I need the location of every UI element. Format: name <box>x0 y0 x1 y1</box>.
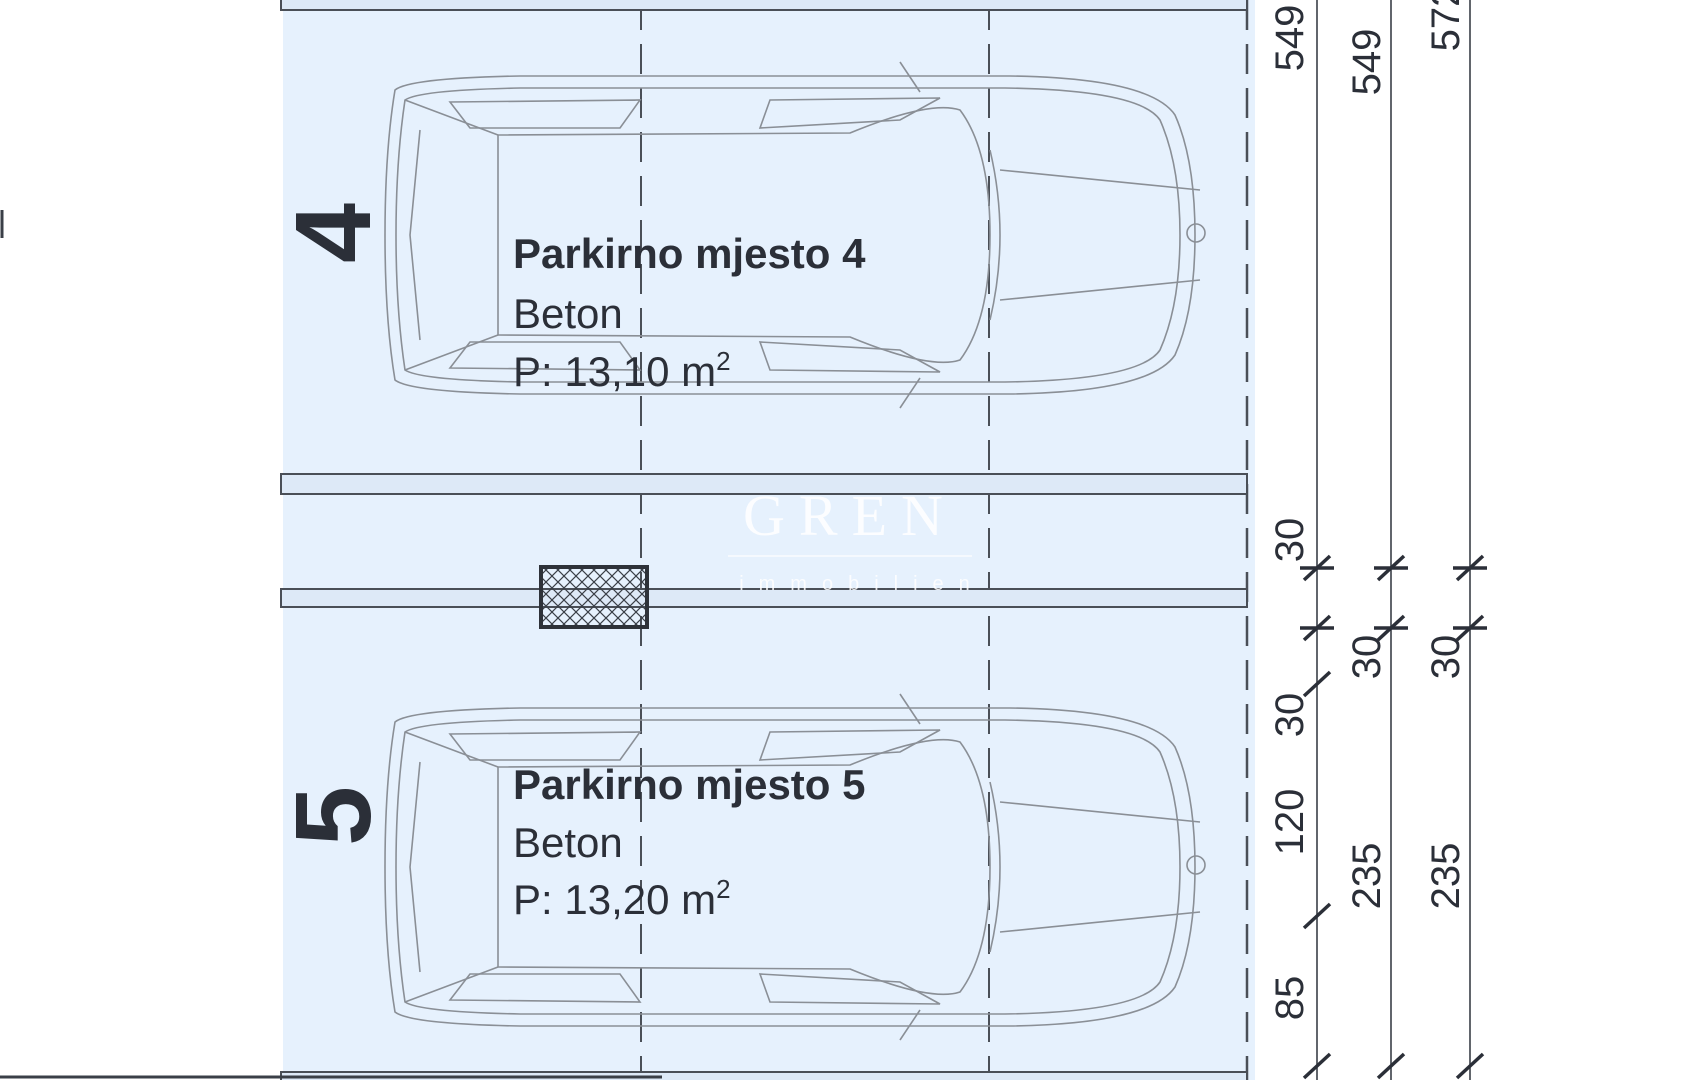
wall-top <box>280 0 1248 11</box>
spot-name: Parkirno mjesto 4 <box>513 230 866 277</box>
dimension-label: 235 <box>1345 843 1389 910</box>
dimension-label: 30 <box>1268 518 1312 563</box>
wall-separator <box>280 588 1248 608</box>
spot-surface: Beton <box>513 819 623 866</box>
wall-bottom <box>280 1071 1248 1080</box>
watermark-sub: immobilien <box>739 573 985 595</box>
dimension-label: 85 <box>1268 976 1312 1021</box>
dimension-ticks <box>1300 554 1487 1080</box>
dimension-label: 120 <box>1268 789 1312 856</box>
watermark-brand: GREN <box>743 483 957 548</box>
spot-number-5: 5 <box>272 786 393 846</box>
dimension-label: 30 <box>1268 693 1312 738</box>
spot-surface: Beton <box>513 290 623 337</box>
spot-area: P: 13,10 m2 <box>513 346 731 395</box>
dimension-label: 235 <box>1424 843 1468 910</box>
spot-area: P: 13,20 m2 <box>513 874 731 923</box>
dimension-label: 30 <box>1345 635 1389 680</box>
dimension-label: 549 <box>1268 5 1312 72</box>
dimension-label: 549 <box>1345 29 1389 96</box>
hatched-column <box>539 565 649 629</box>
spot-number-4: 4 <box>272 203 393 263</box>
dimension-label: 30 <box>1424 635 1468 680</box>
dimension-label: 572 <box>1424 0 1468 51</box>
wall-separator <box>280 473 1248 495</box>
spot-name: Parkirno mjesto 5 <box>513 761 865 808</box>
